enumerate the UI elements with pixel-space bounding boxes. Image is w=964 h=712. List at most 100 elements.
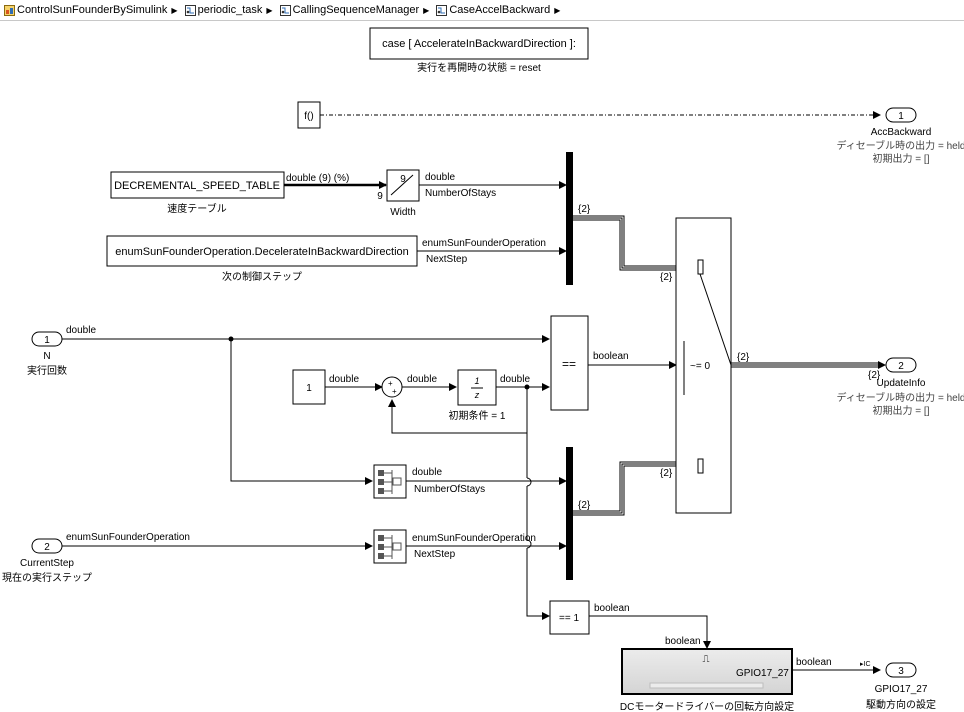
inport-n[interactable]: 1 [31,331,63,347]
chevron-right-icon: ▶ [171,5,178,15]
breadcrumb-label: CaseAccelBackward [449,4,551,16]
case-label: case [ AccelerateInBackwardDirection ]: [382,38,576,50]
compare-label: == 1 [559,613,579,624]
case-caption: 実行を再開時の状態 = reset [417,61,541,74]
unit-delay-block[interactable]: 1 z [457,369,497,406]
subsystem-icon [279,4,291,16]
breadcrumb-label: periodic_task [197,4,263,16]
inport-number: 2 [44,542,50,553]
signal-label: boolean [796,657,832,668]
outport-number: 2 [898,361,904,372]
breadcrumb-item-case-accel-backward[interactable]: CaseAccelBackward [436,4,550,16]
compare-to-one-block[interactable]: == 1 [549,600,590,635]
inport-current-step[interactable]: 2 [31,538,63,554]
simulink-canvas[interactable]: case [ AccelerateInBackwardDirection ]: … [0,21,964,712]
breadcrumb: ControlSunFounderBySimulink ▶ periodic_t… [0,0,964,21]
signal-label: double [66,325,96,336]
width-caption: Width [390,207,416,218]
feedback-line[interactable] [388,387,528,434]
outport-note: 初期出力 = [] [873,404,930,417]
breadcrumb-item-calling-sequence-manager[interactable]: CallingSequenceManager [279,4,420,16]
bus-label: {2} [578,500,591,511]
bus-creator-upper[interactable] [566,152,573,285]
signal-label: double (9) (%) [286,173,349,184]
gpio-subsystem-block[interactable]: ⎍ GPIO17_27 [621,648,793,695]
signal-label: NextStep [426,254,468,265]
signal-label: double [425,172,455,183]
delay-caption: 初期条件 = 1 [449,409,506,422]
chevron-right-icon: ▶ [554,5,561,15]
constant-caption: 速度テーブル [167,202,226,215]
trigger-icon: ⎍ [703,654,710,665]
bus-creator-lower[interactable] [566,447,573,580]
gpio-caption: DCモータードライバーの回転方向設定 [620,700,794,712]
signal-line[interactable] [230,339,373,485]
line-hop [526,539,532,549]
bus-line[interactable] [573,215,697,271]
outport-note: 初期出力 = [] [873,152,930,165]
signal-label: enumSunFounderOperation [412,533,536,544]
sum-block[interactable]: + + [381,376,403,398]
signal-label: enumSunFounderOperation [66,532,190,543]
width-side: 9 [377,191,383,202]
bus-label: {2} [578,204,591,215]
constant-speed-table[interactable]: DECREMENTAL_SPEED_TABLE [110,171,285,199]
signal-label: NumberOfStays [414,484,485,495]
selector-number-of-stays[interactable] [373,464,407,499]
gpio-port-label: GPIO17_27 [736,668,789,679]
delay-num: 1 [474,376,479,386]
outport-gpio17-27[interactable]: 3 [885,662,917,678]
bus-line[interactable] [573,461,697,516]
sum-sign: + [388,379,393,388]
breadcrumb-label: ControlSunFounderBySimulink [17,4,168,16]
function-label: f() [304,111,313,122]
bus-label: {2} [660,468,673,479]
signal-line[interactable] [589,615,711,649]
signal-label: double [412,467,442,478]
breadcrumb-item-model[interactable]: ControlSunFounderBySimulink [4,4,167,16]
signal-label: boolean [594,603,630,614]
outport-note: ディセーブル時の出力 = held [836,391,964,404]
subsystem-icon [436,4,448,16]
test-point-icon: ▸IC [860,661,871,668]
case-action-block[interactable]: case [ AccelerateInBackwardDirection ]: [369,27,589,60]
bus-line[interactable] [731,362,880,368]
width-block[interactable]: 9 9 [377,169,420,202]
arrow-icon [878,361,886,369]
outport-note: ディセーブル時の出力 = held [836,139,964,152]
outport-name: UpdateInfo [877,378,926,389]
outport-name: GPIO17_27 [875,684,928,695]
signal-label: NumberOfStays [425,188,496,199]
switch-block[interactable]: ~= 0 [675,217,732,514]
inport-name: CurrentStep [20,558,74,569]
inport-caption: 実行回数 [27,364,67,377]
outport-update-info[interactable]: 2 [885,357,917,373]
signal-label: boolean [665,636,701,647]
breadcrumb-label: CallingSequenceManager [292,4,420,16]
inport-number: 1 [44,335,50,346]
outport-acc-backward[interactable]: 1 [885,107,917,123]
function-call-block[interactable]: f() [297,101,321,129]
selector-next-step[interactable] [373,529,407,564]
bus-label: {2} [660,272,673,283]
sum-sign: + [392,387,397,396]
outport-number: 1 [898,111,904,122]
signal-label: NextStep [414,549,456,560]
constant-next-step[interactable]: enumSunFounderOperation.DecelerateInBack… [106,235,418,267]
breadcrumb-item-periodic-task[interactable]: periodic_task [184,4,263,16]
signal-line[interactable] [526,433,547,617]
chevron-right-icon: ▶ [423,5,430,15]
constant-label: 1 [306,383,312,394]
constant-one[interactable]: 1 [292,369,326,405]
relational-equal-block[interactable]: == [550,315,589,411]
constant-label: enumSunFounderOperation.DecelerateInBack… [115,246,409,258]
chevron-right-icon: ▶ [266,5,273,15]
subsystem-icon [184,4,196,16]
line-hop [526,477,532,487]
signal-label: double [407,374,437,385]
model-icon [4,4,15,16]
outport-name: AccBackward [871,127,932,138]
bus-label: {2} [868,370,881,381]
signal-label: double [500,374,530,385]
bus-label: {2} [737,352,750,363]
